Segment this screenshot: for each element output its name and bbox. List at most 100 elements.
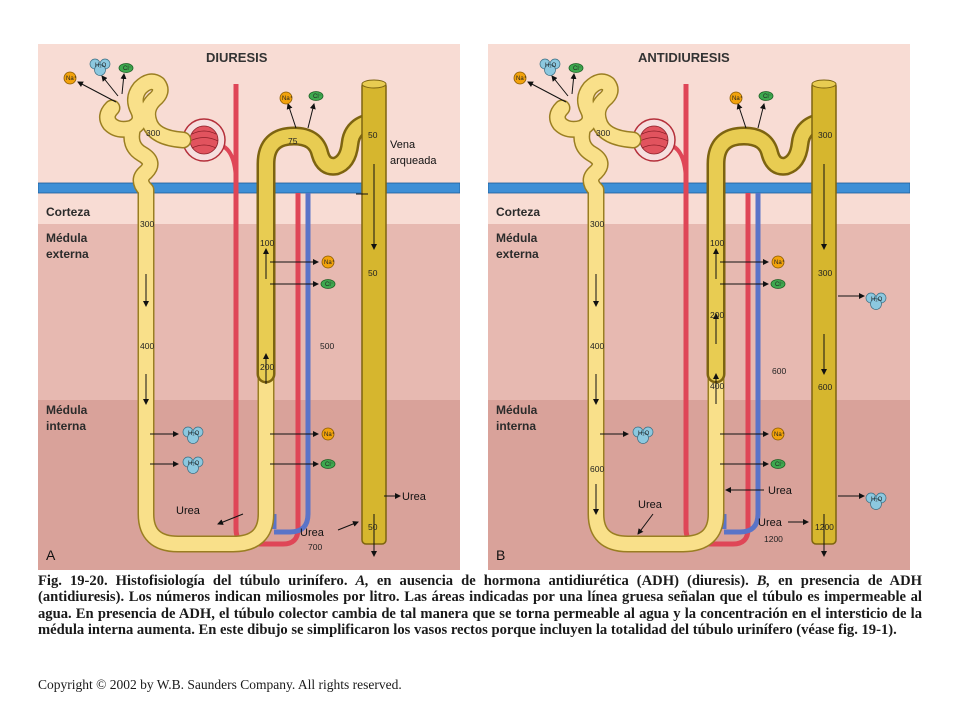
osmolarity-value: 300 [818,268,832,278]
svg-text:Cl⁻: Cl⁻ [123,66,132,72]
chloride-ion-icon: Cl⁻ [770,459,786,469]
cortex-label: Corteza [496,205,540,219]
outer-medulla-zone [488,224,910,400]
chloride-ion-icon: Cl⁻ [320,459,336,469]
svg-text:Cl⁻: Cl⁻ [763,94,772,100]
caption-text: Histofisiología del túbulo urinífero. [107,573,356,589]
figure-caption: Fig. 19-20. Histofisiología del túbulo u… [38,573,922,638]
svg-text:Cl⁻: Cl⁻ [325,462,334,468]
urea-label: Urea [300,527,325,539]
outer-medulla-label: Médula [496,231,538,245]
water-molecule-icon: H₂O [632,426,654,444]
arcuate-vessel [38,182,460,194]
proximal-tubule [550,74,723,551]
sodium-ion-icon: Na⁺ [513,71,527,85]
osmolarity-value: 300 [596,128,610,138]
sodium-ion-icon: Na⁺ [279,91,293,105]
osmolarity-value: 400 [140,341,154,351]
cortex-label: Corteza [46,205,90,219]
svg-text:Na⁺: Na⁺ [516,75,527,82]
interstitium-value: 500 [320,341,334,351]
sodium-ion-icon: Na⁺ [321,255,335,269]
svg-text:H₂O: H₂O [545,63,557,69]
water-molecule-icon: H₂O [865,292,887,310]
osmolarity-value: 1200 [815,522,834,532]
glomerular-capillaries [639,125,669,155]
osmolarity-value: 400 [590,341,604,351]
svg-text:H₂O: H₂O [188,431,200,437]
svg-text:Cl⁻: Cl⁻ [775,462,784,468]
svg-text:H₂O: H₂O [871,497,883,503]
sodium-ion-icon: Na⁺ [771,255,785,269]
outer-medulla-zone [38,224,460,400]
osmolarity-value: 300 [818,130,832,140]
osmolarity-value: 100 [710,238,724,248]
vasa-recta-artery [233,84,301,547]
svg-text:Cl⁻: Cl⁻ [325,282,334,288]
chloride-ion-icon: Cl⁻ [758,91,774,101]
caption-text: en presencia de ADH (antidiuresis). Los … [38,573,922,638]
caption-panel-a-ref: A, [355,573,369,589]
cortex-zone [38,44,460,224]
collecting-duct [361,81,387,545]
svg-text:Na⁺: Na⁺ [324,431,335,438]
osmolarity-value: 50 [368,268,378,278]
collecting-duct [811,81,837,545]
osmolarity-value: 600 [590,464,604,474]
antidiuresis-diagram: Na⁺ H₂O Cl⁻ Na⁺ Cl⁻ Na⁺ Cl⁻ Na⁺ Cl⁻ H₂O … [488,44,910,570]
chloride-ion-icon: Cl⁻ [770,279,786,289]
proximal-tubule [100,74,273,551]
svg-text:H₂O: H₂O [638,431,650,437]
vein-label: Vena [390,139,416,151]
osmolarity-value: 75 [288,136,298,146]
svg-text:Na⁺: Na⁺ [732,95,743,102]
osmolarity-value: 300 [590,219,604,229]
panel-diuresis: Na⁺ H₂O Cl⁻ Na⁺ Cl⁻ Na⁺ Cl⁻ Na⁺ Cl⁻ H₂O … [38,44,460,570]
svg-text:Na⁺: Na⁺ [774,259,785,266]
svg-text:H₂O: H₂O [95,63,107,69]
urea-label: Urea [176,505,201,517]
svg-text:Na⁺: Na⁺ [324,259,335,266]
panel-letter: A [46,547,56,563]
interstitium-value: 600 [772,366,786,376]
caption-text: en ausencia de hormona antidiurética (AD… [368,573,757,589]
inner-medulla-label: Médula [46,403,88,417]
sodium-ion-icon: Na⁺ [771,427,785,441]
osmolarity-value: 400 [710,381,724,391]
svg-text:Cl⁻: Cl⁻ [775,282,784,288]
chloride-ion-icon: Cl⁻ [320,279,336,289]
thick-ascending-limb [709,115,831,381]
osmolarity-value: 100 [260,238,274,248]
urea-label: Urea [402,491,427,503]
outer-medulla-label: externa [46,247,89,261]
chloride-ion-icon: Cl⁻ [308,91,324,101]
osmolarity-value: 200 [260,362,274,372]
osmolarity-value: 300 [146,128,160,138]
urea-label: Urea [758,517,783,529]
outer-medulla-label: externa [496,247,539,261]
panel-letter: B [496,547,505,563]
water-molecule-icon: H₂O [539,58,561,76]
cortex-zone [488,44,910,224]
svg-text:Cl⁻: Cl⁻ [573,66,582,72]
sodium-ion-icon: Na⁺ [729,91,743,105]
inner-medulla-label: Médula [496,403,538,417]
water-molecule-icon: H₂O [89,58,111,76]
inner-medulla-label: interna [46,419,86,433]
osmolarity-value: 600 [818,382,832,392]
svg-text:Na⁺: Na⁺ [774,431,785,438]
panel-antidiuresis: Na⁺ H₂O Cl⁻ Na⁺ Cl⁻ Na⁺ Cl⁻ Na⁺ Cl⁻ H₂O … [488,44,910,570]
osmolarity-value: 200 [710,310,724,320]
figure-reference: Fig. 19-20. [38,573,108,589]
vein-label: arqueada [390,155,437,167]
osmolarity-value: 50 [368,522,378,532]
inner-medulla-label: interna [496,419,536,433]
svg-text:Cl⁻: Cl⁻ [313,94,322,100]
outer-medulla-label: Médula [46,231,88,245]
sodium-ion-icon: Na⁺ [321,427,335,441]
thick-ascending-limb [259,115,381,381]
water-molecule-icon: H₂O [182,426,204,444]
svg-text:Na⁺: Na⁺ [282,95,293,102]
panel-title: ANTIDIURESIS [638,50,730,65]
diuresis-diagram: Na⁺ H₂O Cl⁻ Na⁺ Cl⁻ Na⁺ Cl⁻ Na⁺ Cl⁻ H₂O … [38,44,460,570]
